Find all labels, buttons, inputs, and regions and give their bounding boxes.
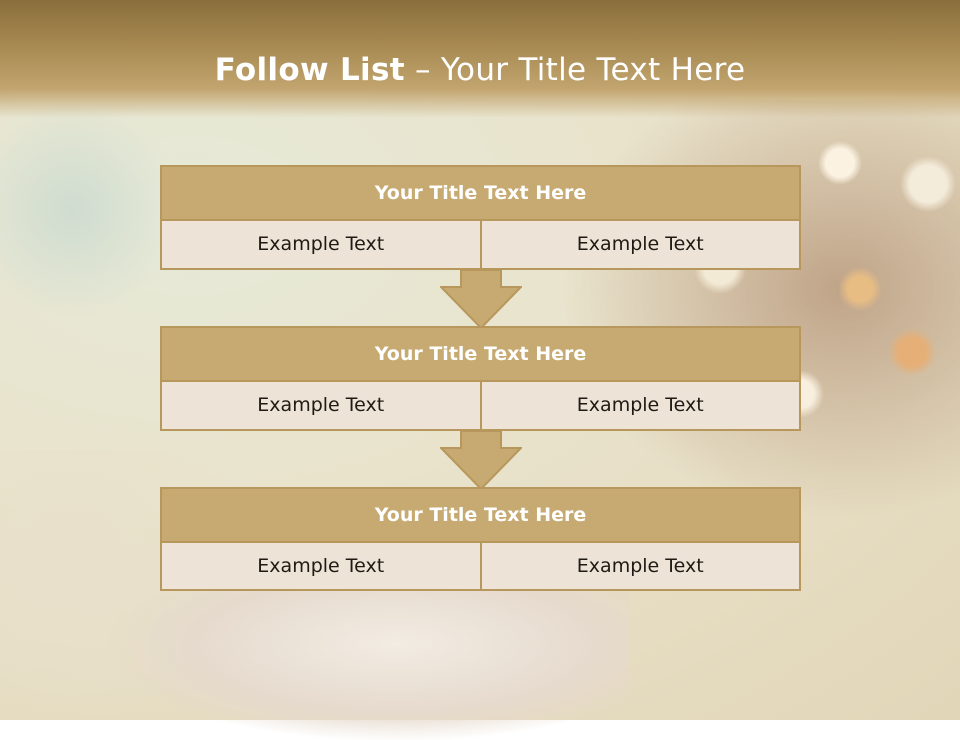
block-title[interactable]: Your Title Text Here — [160, 326, 801, 382]
list-block: Your Title Text Here Example Text Exampl… — [160, 326, 801, 431]
slide-title-rest: – Your Title Text Here — [404, 52, 746, 88]
block-row: Example Text Example Text — [160, 543, 801, 591]
block-row: Example Text Example Text — [160, 221, 801, 270]
block-cell-left[interactable]: Example Text — [160, 543, 482, 591]
slide-title-bold: Follow List — [214, 52, 405, 88]
slide-title: Follow List – Your Title Text Here — [0, 52, 960, 88]
list-block: Your Title Text Here Example Text Exampl… — [160, 487, 801, 591]
title-band — [0, 0, 960, 118]
block-row: Example Text Example Text — [160, 382, 801, 431]
down-arrow-icon — [440, 270, 522, 330]
block-cell-right[interactable]: Example Text — [479, 382, 801, 431]
block-cell-right[interactable]: Example Text — [479, 221, 801, 270]
block-cell-left[interactable]: Example Text — [160, 221, 482, 270]
block-title[interactable]: Your Title Text Here — [160, 165, 801, 221]
down-arrow-icon — [440, 431, 522, 491]
background-cup — [110, 580, 630, 740]
background-flowers — [560, 100, 960, 520]
background-teal-area — [0, 100, 180, 320]
block-title[interactable]: Your Title Text Here — [160, 487, 801, 543]
list-block: Your Title Text Here Example Text Exampl… — [160, 165, 801, 270]
block-cell-left[interactable]: Example Text — [160, 382, 482, 431]
block-cell-right[interactable]: Example Text — [479, 543, 801, 591]
